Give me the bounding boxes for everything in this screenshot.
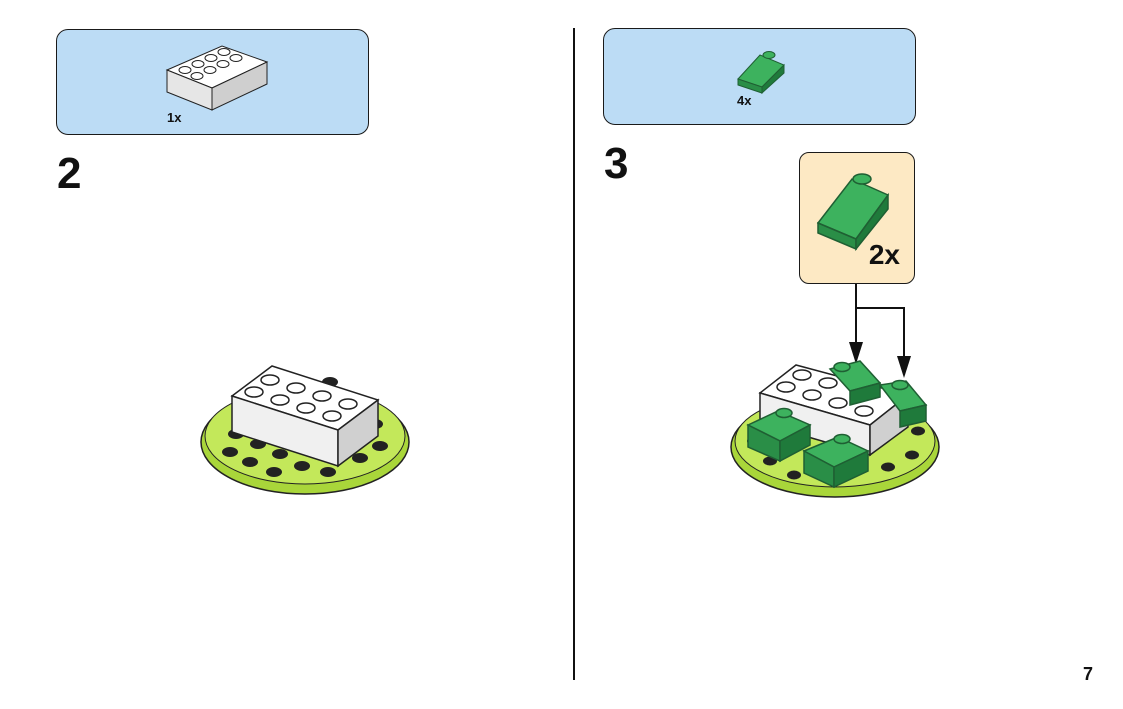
green-slope-brick-icon bbox=[737, 51, 785, 95]
white-2x4-brick-icon bbox=[165, 45, 269, 111]
green-slope-brick-icon bbox=[816, 173, 890, 252]
step3-callout-qty: 2x bbox=[868, 239, 900, 270]
step3-assembly-illustration bbox=[730, 360, 940, 498]
step3-number: 3 bbox=[604, 139, 629, 188]
placement-arrows bbox=[849, 284, 911, 378]
step2-number: 2 bbox=[57, 149, 82, 198]
step3-callout-box: 2x bbox=[799, 152, 915, 284]
step3-parts-qty: 4x bbox=[737, 93, 752, 108]
page-number: 7 bbox=[1083, 664, 1094, 684]
step2-parts-qty: 1x bbox=[167, 110, 182, 125]
page-divider bbox=[573, 28, 575, 680]
step2-assembly-illustration bbox=[200, 365, 410, 495]
step2-parts-box: 1x bbox=[56, 29, 369, 135]
step3-parts-box: 4x bbox=[603, 28, 916, 125]
